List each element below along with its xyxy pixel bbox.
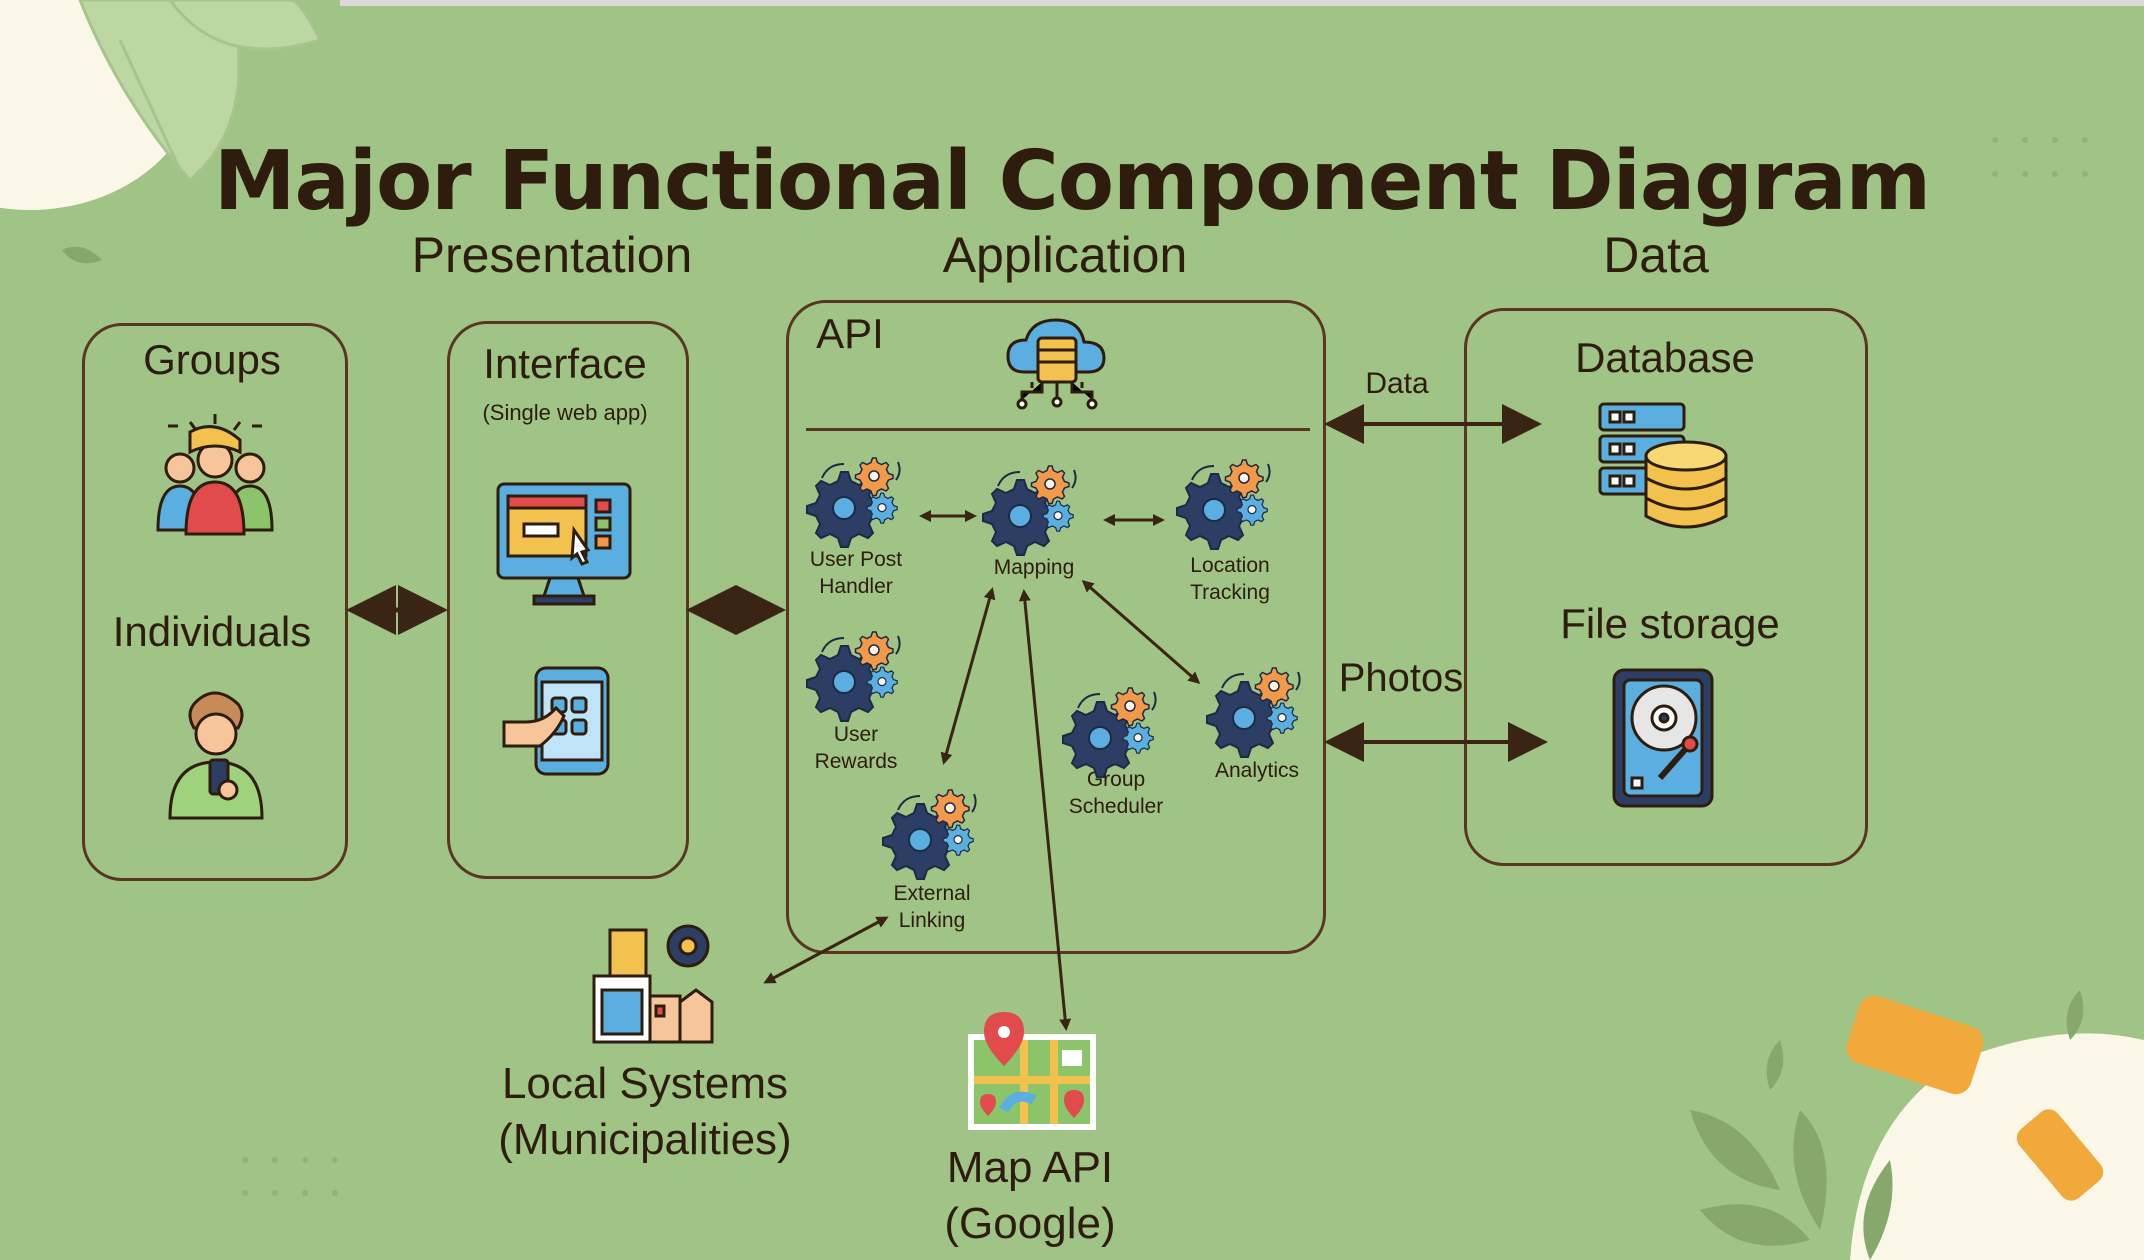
city-icon bbox=[592, 924, 714, 1044]
tablet-icon bbox=[502, 666, 610, 776]
mapping-mapapi-arrow bbox=[1018, 589, 1072, 1031]
map-api-label-2: (Google) bbox=[944, 1199, 1116, 1248]
mapping-external-arrow bbox=[940, 587, 996, 765]
external-linking-label-1: External bbox=[893, 882, 971, 905]
diagram-title: Major Functional Component Diagram bbox=[213, 134, 1931, 229]
hard-drive-icon bbox=[1612, 668, 1714, 808]
mapping-analytics-arrow bbox=[1081, 580, 1201, 684]
data-edge-label: Data bbox=[1365, 367, 1429, 400]
tier-application: Application bbox=[942, 227, 1188, 283]
leaf-icon bbox=[1690, 990, 2084, 1260]
group-scheduler-label-2: Scheduler bbox=[1068, 795, 1164, 818]
tier-data: Data bbox=[1603, 227, 1709, 283]
user-rewards-label-1: User bbox=[833, 723, 879, 746]
can-icon bbox=[1846, 995, 2104, 1201]
user-rewards-label-2: Rewards bbox=[814, 750, 898, 773]
data-box bbox=[1464, 308, 1868, 866]
individuals-label: Individuals bbox=[112, 608, 312, 655]
interface-label: Interface bbox=[483, 340, 647, 387]
leaf-icon bbox=[62, 246, 102, 264]
map-icon bbox=[968, 1012, 1096, 1130]
mapping-label: Mapping bbox=[993, 556, 1075, 579]
external-localsystems-arrow bbox=[763, 916, 889, 984]
people-group-icon bbox=[156, 414, 274, 536]
top-border-line bbox=[340, 0, 2144, 6]
location-tracking-label-2: Tracking bbox=[1190, 581, 1270, 604]
photos-edge-label: Photos bbox=[1338, 656, 1464, 700]
database-label: Database bbox=[1575, 334, 1755, 381]
analytics-label: Analytics bbox=[1214, 759, 1300, 782]
api-divider bbox=[806, 428, 1310, 431]
cream-blob-bottom-right bbox=[1850, 1033, 2144, 1260]
local-systems-label-2: (Municipalities) bbox=[498, 1115, 792, 1164]
api-label: API bbox=[816, 310, 884, 357]
dot-grid-bottom-left bbox=[242, 1157, 338, 1196]
person-phone-icon bbox=[168, 691, 264, 820]
tier-presentation: Presentation bbox=[411, 227, 693, 283]
user-post-handler-label-2: Handler bbox=[819, 575, 893, 598]
database-icon bbox=[1598, 402, 1728, 529]
external-linking-label-2: Linking bbox=[898, 909, 966, 932]
monitor-icon bbox=[496, 482, 632, 606]
interface-sublabel: (Single web app) bbox=[482, 400, 648, 425]
location-tracking-label-1: Location bbox=[1190, 554, 1270, 577]
map-api-label-1: Map API bbox=[946, 1143, 1114, 1192]
leaf-icon bbox=[78, 0, 323, 183]
local-systems-label-1: Local Systems bbox=[501, 1059, 789, 1108]
dot-grid-top-right bbox=[1992, 137, 2088, 177]
user-post-handler-label-1: User Post bbox=[809, 548, 903, 571]
groups-label: Groups bbox=[143, 336, 281, 383]
cloud-server-icon bbox=[1006, 318, 1106, 410]
file-storage-label: File storage bbox=[1560, 600, 1780, 647]
